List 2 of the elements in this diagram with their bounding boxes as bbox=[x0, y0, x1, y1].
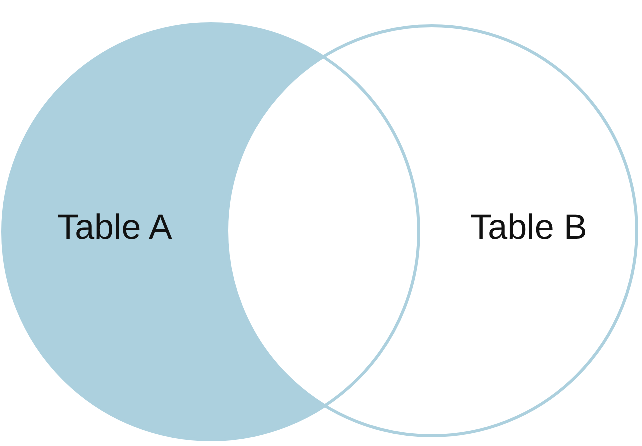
set-label: Table B bbox=[470, 208, 588, 248]
set-label: Table A bbox=[58, 208, 172, 248]
